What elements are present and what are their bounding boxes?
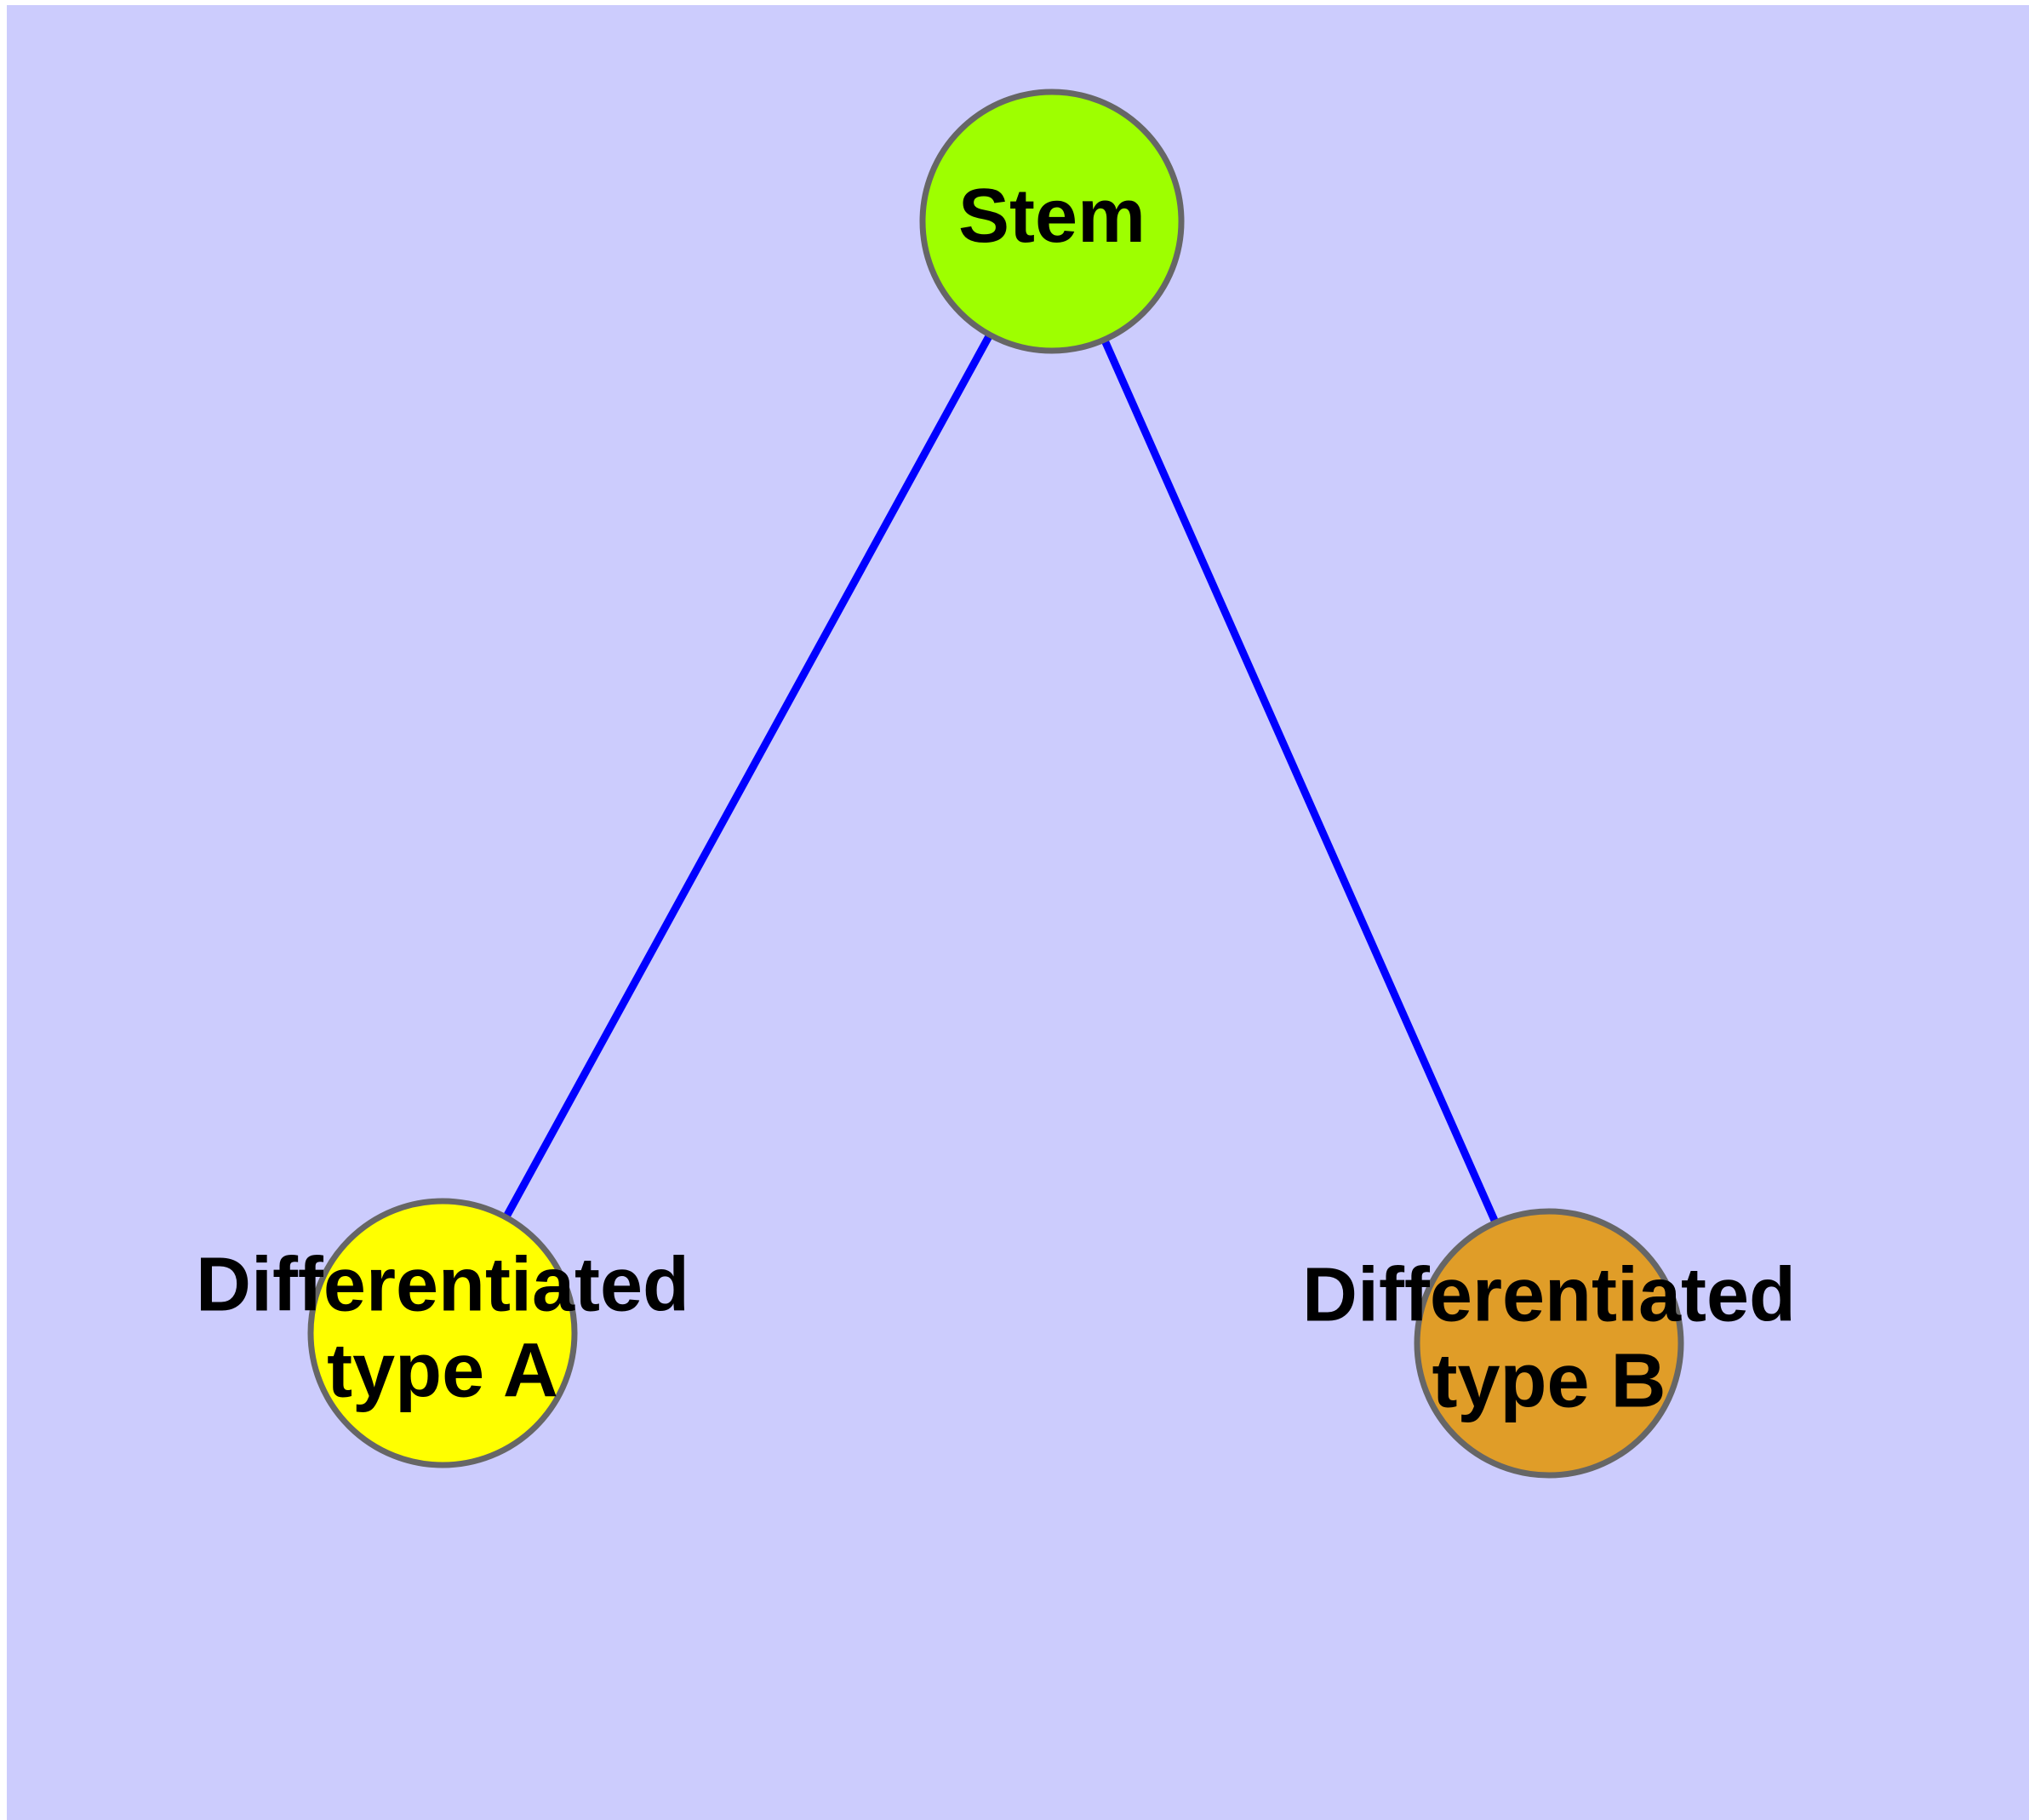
graph-node-diff_a[interactable] bbox=[307, 1198, 578, 1468]
edge-layer bbox=[439, 219, 1553, 1345]
graph-edge bbox=[1048, 220, 1553, 1345]
node-layer bbox=[307, 89, 1684, 1479]
graph-node-label-line: type B bbox=[1432, 1338, 1666, 1423]
graph-node-label-stem: Stem bbox=[958, 174, 1146, 259]
graph-node-label-line: Differentiated bbox=[1302, 1252, 1796, 1337]
graph-edge bbox=[439, 219, 1055, 1336]
graph-node-label-line: Differentiated bbox=[196, 1242, 689, 1327]
graph-node-stem[interactable] bbox=[919, 89, 1185, 354]
graph-node-diff_b[interactable] bbox=[1414, 1208, 1684, 1479]
graph-node-label-line: type A bbox=[327, 1328, 558, 1413]
graph-node-label-line: Stem bbox=[958, 174, 1146, 259]
